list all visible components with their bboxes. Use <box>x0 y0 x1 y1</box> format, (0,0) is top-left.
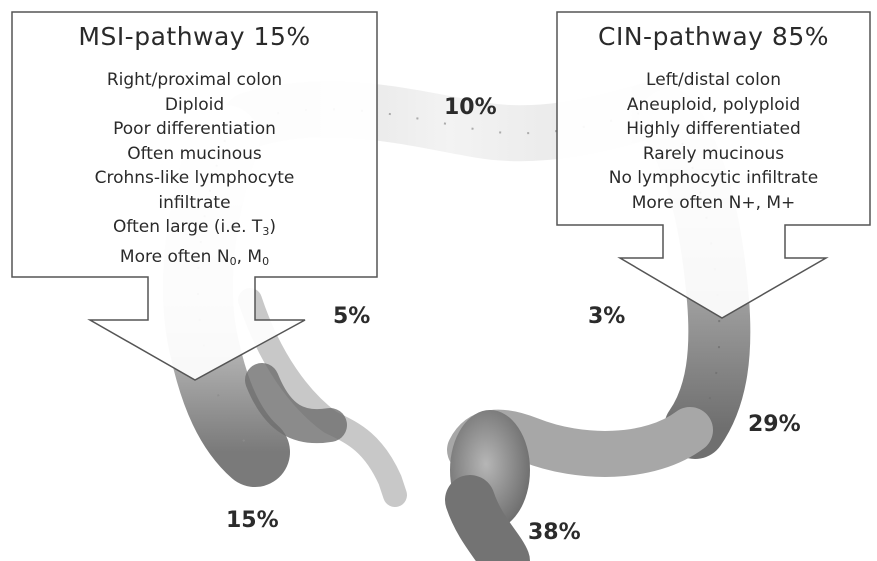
cin-feature-location: Left/distal colon <box>557 68 870 93</box>
cin-feature-differentiation: Highly differentiated <box>557 117 870 142</box>
msi-feature-lymphocyte: Crohns-like lymphocyte <box>12 166 377 191</box>
cin-feature-infiltrate: No lymphocytic infiltrate <box>557 166 870 191</box>
pct-descending: 29% <box>748 412 801 437</box>
msi-feature-infiltrate: infiltrate <box>12 191 377 216</box>
msi-feature-location: Right/proximal colon <box>12 68 377 93</box>
pct-hepatic-flexure: 5% <box>333 304 370 329</box>
msi-box-content: MSI-pathway 15% Right/proximal colon Dip… <box>12 22 377 274</box>
msi-feature-size: Often large (i.e. T3) <box>12 215 377 245</box>
msi-feature-ploidy: Diploid <box>12 93 377 118</box>
pct-splenic-flexure: 3% <box>588 304 625 329</box>
cin-box-content: CIN-pathway 85% Left/distal colon Aneupl… <box>557 22 870 215</box>
pct-sigmoid: 38% <box>528 520 581 545</box>
msi-feature-mucinous: Often mucinous <box>12 142 377 167</box>
msi-feature-nodes: More often N0, M0 <box>12 245 377 275</box>
cin-feature-nodes: More often N+, M+ <box>557 191 870 216</box>
msi-title: MSI-pathway 15% <box>12 22 377 51</box>
msi-feature-differentiation: Poor differentiation <box>12 117 377 142</box>
cin-title: CIN-pathway 85% <box>557 22 870 51</box>
pct-transverse: 10% <box>444 95 497 120</box>
cin-feature-mucinous: Rarely mucinous <box>557 142 870 167</box>
pct-cecum: 15% <box>226 508 279 533</box>
cin-feature-ploidy: Aneuploid, polyploid <box>557 93 870 118</box>
